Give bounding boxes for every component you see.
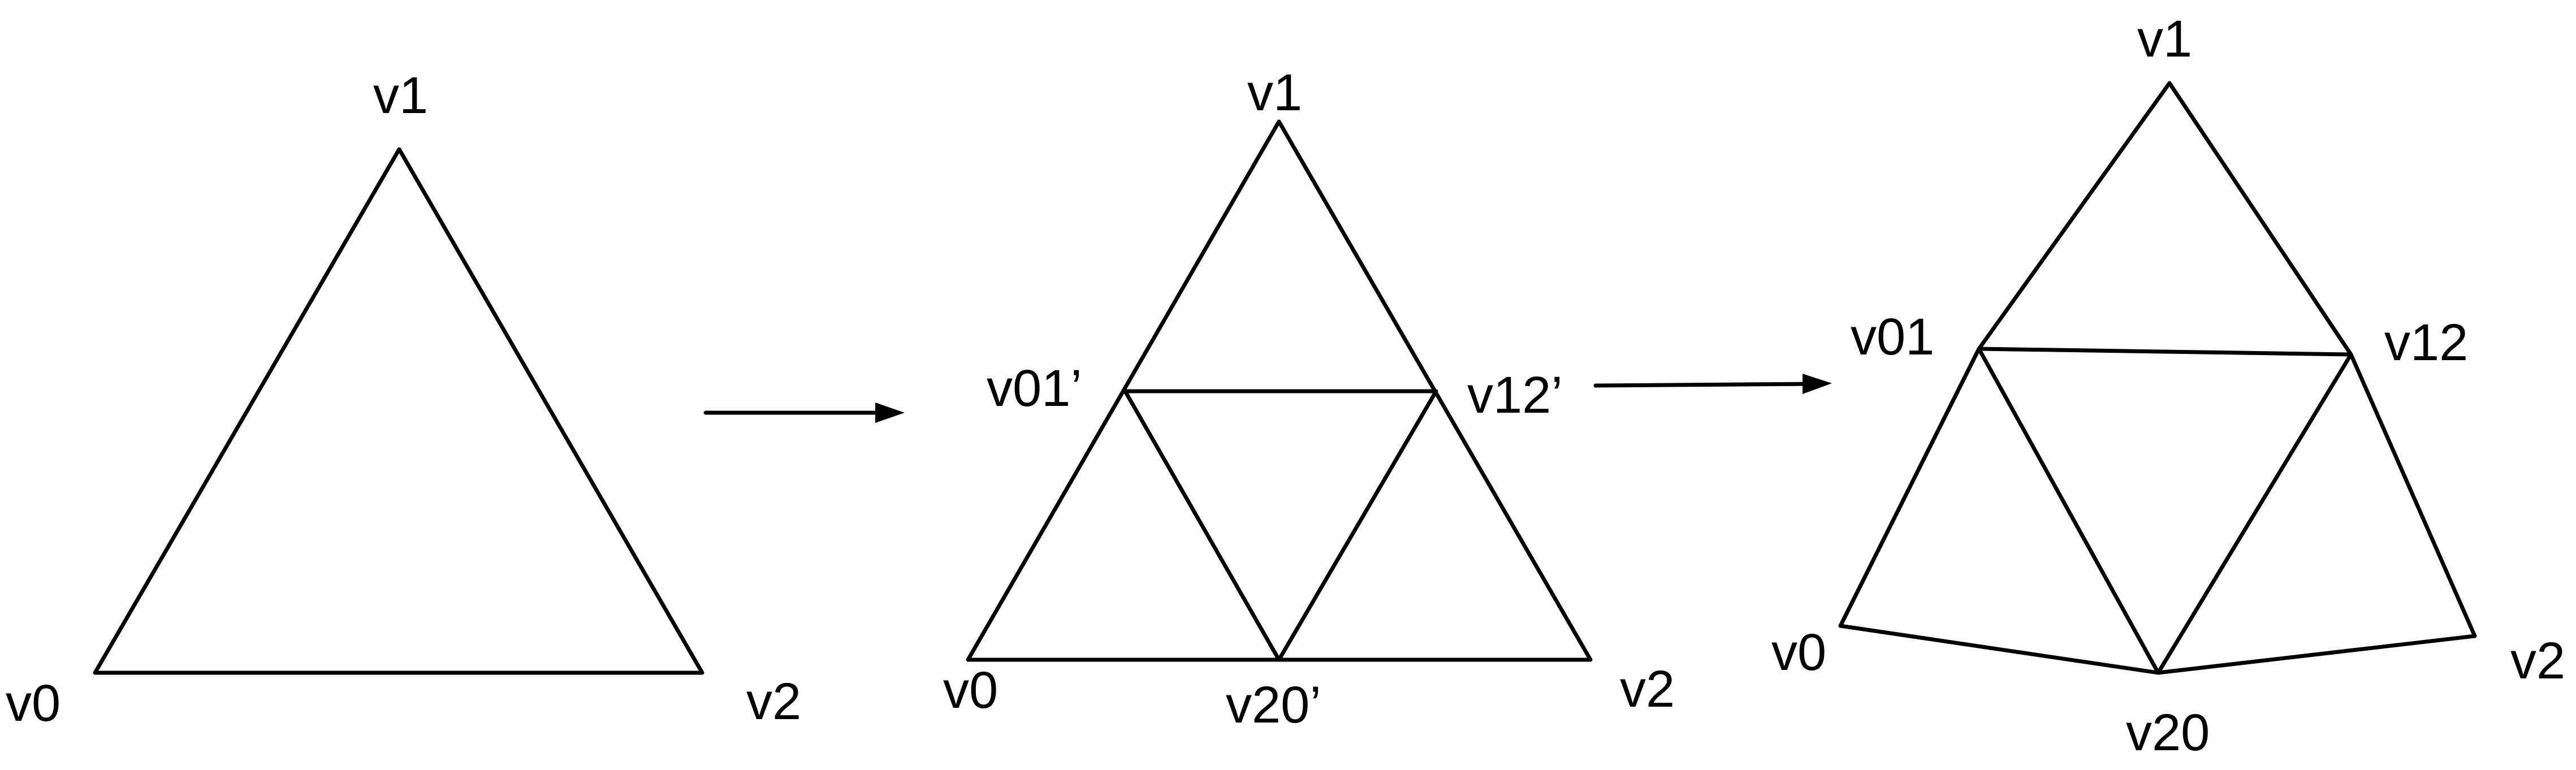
arrow-stage1-to-stage2 [703,403,905,423]
stage2-label-v12: v12’ [1467,366,1563,424]
stage2-label-v01: v01’ [987,360,1082,417]
stage1-triangle: v1 v0 v2 [6,67,801,732]
arrow-1-head [875,403,905,423]
stage2-label-v20: v20’ [1226,676,1321,734]
stage3-label-v01: v01 [1851,308,1934,366]
arrow-2-shaft [1593,382,1812,388]
stage3-label-v12: v12 [2384,314,2468,371]
arrow-2-head [1803,374,1832,394]
stage1-label-v0: v0 [6,674,60,732]
arrow-stage2-to-stage3 [1593,374,1832,394]
stage2-label-v2: v2 [1620,660,1675,718]
stage1-label-v1: v1 [373,67,428,124]
stage3-triangle: v1 v01 v12 v0 v20 v2 [1771,10,2565,762]
stage2-inner-triangle [1123,389,1438,662]
stage1-triangle-outline [93,147,704,675]
stage1-label-v2: v2 [746,673,801,730]
stage3-label-v20: v20 [2126,704,2210,762]
stage3-label-v2: v2 [2510,632,2565,690]
stage3-outer-outline [1838,81,2477,675]
stage3-label-v0: v0 [1771,624,1826,681]
stage3-inner-triangle [1977,347,2353,675]
stage2-triangle: v1 v01’ v12’ v0 v20’ v2 [943,64,1675,734]
stage2-label-v0: v0 [943,661,998,719]
stage3-label-v1: v1 [2137,10,2192,68]
stage2-label-v1: v1 [1247,64,1302,122]
